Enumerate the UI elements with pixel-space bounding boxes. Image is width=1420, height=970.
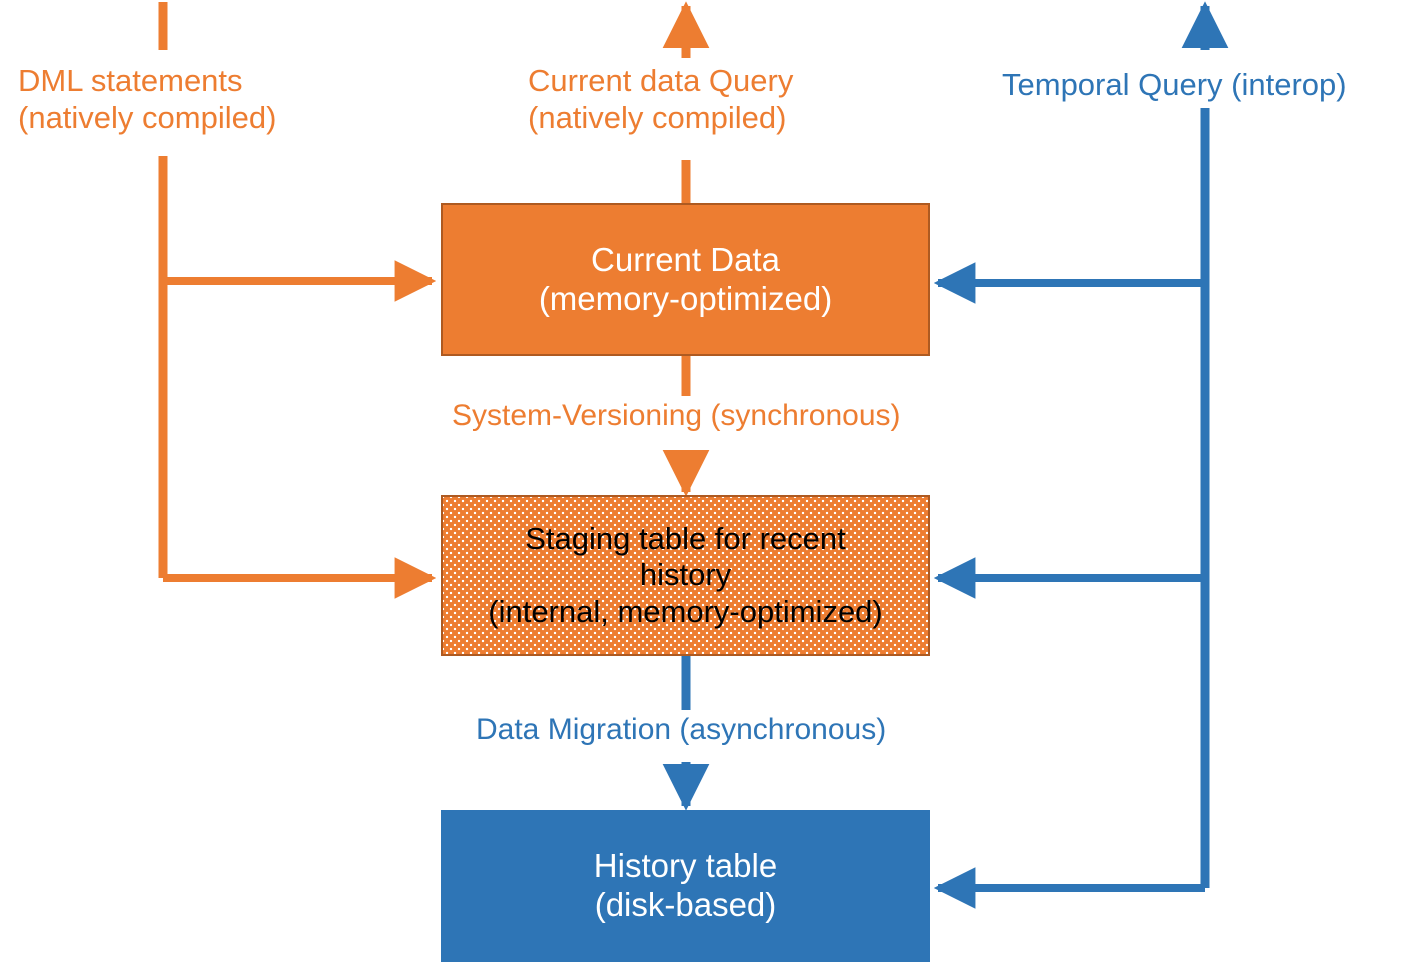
label-dml-statements: DML statements (natively compiled)	[18, 62, 338, 137]
node-current-data-label: Current Data (memory-optimized)	[538, 240, 833, 317]
node-history-table[interactable]: History table (disk-based)	[441, 810, 930, 962]
label-current-data-query: Current data Query (natively compiled)	[528, 62, 858, 137]
node-history-table-label: History table (disk-based)	[593, 847, 778, 923]
node-staging-table[interactable]: Staging table for recent history (intern…	[441, 495, 930, 656]
label-temporal-query: Temporal Query (interop)	[1002, 66, 1412, 104]
label-data-migration: Data Migration (asynchronous)	[476, 712, 976, 748]
node-current-data[interactable]: Current Data (memory-optimized)	[441, 203, 930, 356]
node-staging-table-label: Staging table for recent history (intern…	[488, 520, 883, 629]
label-system-versioning: System-Versioning (synchronous)	[452, 398, 972, 434]
